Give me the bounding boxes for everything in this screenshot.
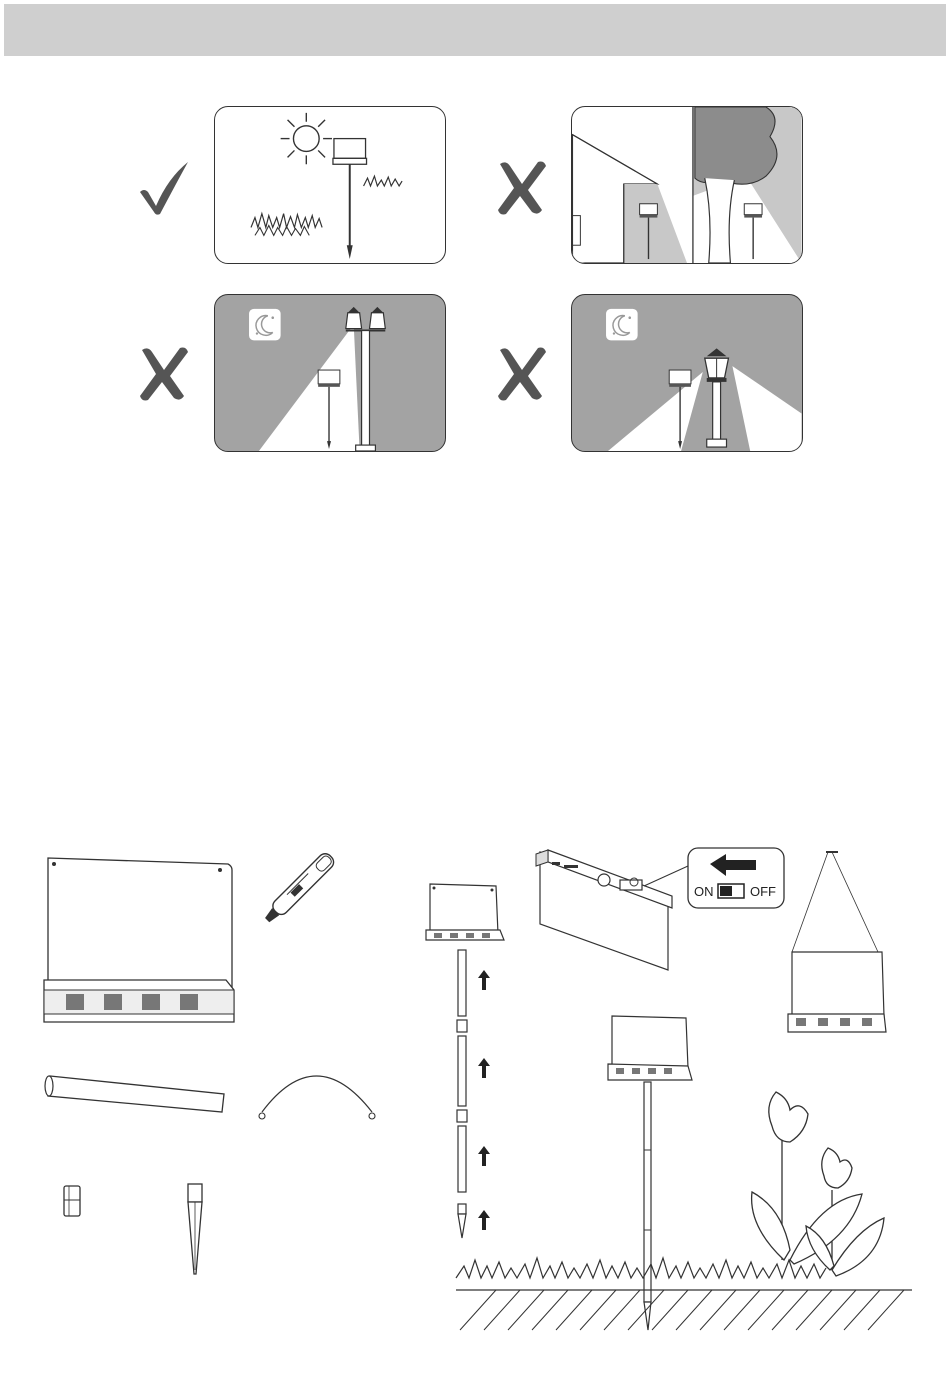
staked-sign-view: [608, 1016, 692, 1330]
hanging-wire-part: [259, 1076, 375, 1119]
switch-detail: ON OFF: [536, 848, 784, 970]
flower-illustration: [752, 1092, 884, 1276]
solar-sign-icon: [333, 139, 367, 259]
hanging-sign-view: [788, 852, 886, 1032]
parts-and-assembly: ON OFF: [0, 830, 950, 1374]
moon-icon: [249, 309, 281, 341]
marker-pen-icon: [262, 851, 337, 926]
sun-icon: [281, 113, 332, 164]
garden-lamp-icon: [705, 348, 729, 447]
up-arrow-icon: [478, 970, 490, 1230]
cross-icon: [492, 344, 552, 404]
cross-icon: [492, 158, 552, 218]
panel-shade: [571, 106, 803, 264]
assembly-exploded-view: [426, 884, 504, 1238]
pole-tube-part: [45, 1076, 224, 1112]
moon-icon: [606, 309, 638, 341]
panel-full-sun: [214, 106, 446, 264]
cross-icon: [134, 344, 194, 404]
switch-off-label: OFF: [750, 884, 776, 899]
switch-toggle[interactable]: [718, 884, 744, 898]
sign-board-part: [44, 858, 234, 1022]
checkmark-icon: [134, 158, 194, 218]
placement-guide: [0, 0, 950, 470]
connector-part: [64, 1186, 80, 1216]
panel-garden-lamp: [571, 294, 803, 452]
panel-street-lamp: [214, 294, 446, 452]
ground-stake-part: [188, 1184, 202, 1274]
switch-on-label: ON: [694, 884, 714, 899]
